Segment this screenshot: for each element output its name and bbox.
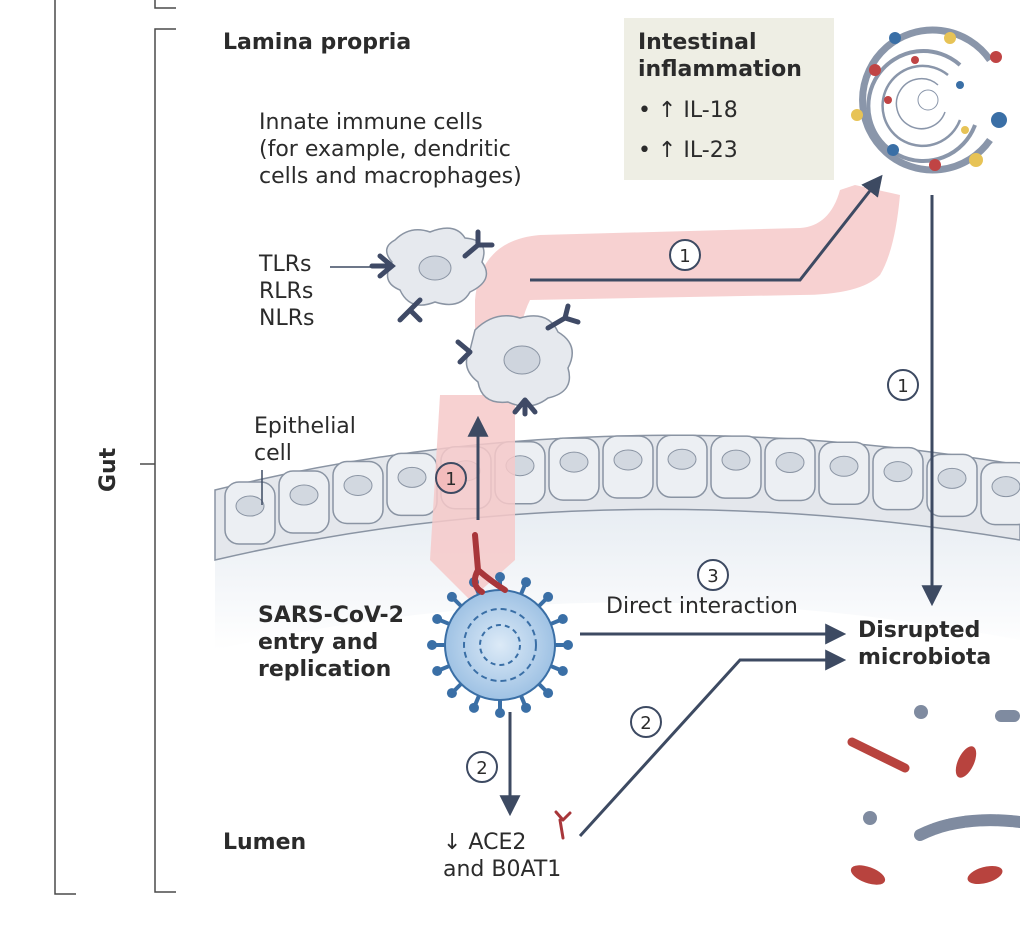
step-1-left: 1: [445, 469, 456, 490]
receptors-label: TLRs RLRs NLRs: [259, 252, 315, 331]
sars-cov-2-label: SARS-CoV-2 entry and replication: [258, 603, 404, 682]
disrupted-microbiota-label: Disrupted microbiota: [858, 618, 992, 670]
lamina-propria-label: Lamina propria: [223, 30, 412, 55]
immune-cell-lower: [465, 315, 573, 407]
pink-pathway-upper: [475, 185, 900, 360]
il18-item: • ↑ IL-18: [638, 98, 738, 123]
ace2-receptor: [471, 532, 508, 595]
microbiota-spiral: [859, 26, 993, 174]
receptors: [369, 229, 581, 417]
epithelial-cell-label: Epithelial cell: [254, 414, 356, 466]
step-3: 3: [707, 566, 718, 587]
virus: [427, 572, 573, 718]
pink-pathway: [430, 395, 515, 600]
innate-immune-label: Innate immune cells (for example, dendri…: [259, 110, 522, 189]
bacteria: [847, 705, 1020, 885]
step-1-top: 1: [679, 246, 690, 267]
microbiota-dots: [851, 32, 1007, 171]
il23-item: • ↑ IL-23: [638, 138, 738, 163]
gut-label: Gut: [96, 447, 121, 492]
direct-interaction-label: Direct interaction: [606, 594, 798, 619]
outer-bracket: [54, 0, 176, 895]
step-numbers: 1 1 1 3 2 2: [445, 246, 908, 779]
step-1-right: 1: [897, 376, 908, 397]
inflammation-title: Intestinal inflammation: [638, 30, 802, 82]
step-2-down: 2: [476, 758, 487, 779]
lumen-label: Lumen: [223, 830, 307, 855]
ace2-label: ↓ ACE2 and B0AT1: [443, 830, 562, 882]
arrows: [261, 174, 943, 838]
inflammation-box: Intestinal inflammation • ↑ IL-18 • ↑ IL…: [624, 18, 834, 180]
immune-cell-upper: [386, 227, 488, 306]
step-circles: [435, 239, 919, 783]
step-2-diag: 2: [640, 713, 651, 734]
ace2-small: [554, 810, 572, 840]
